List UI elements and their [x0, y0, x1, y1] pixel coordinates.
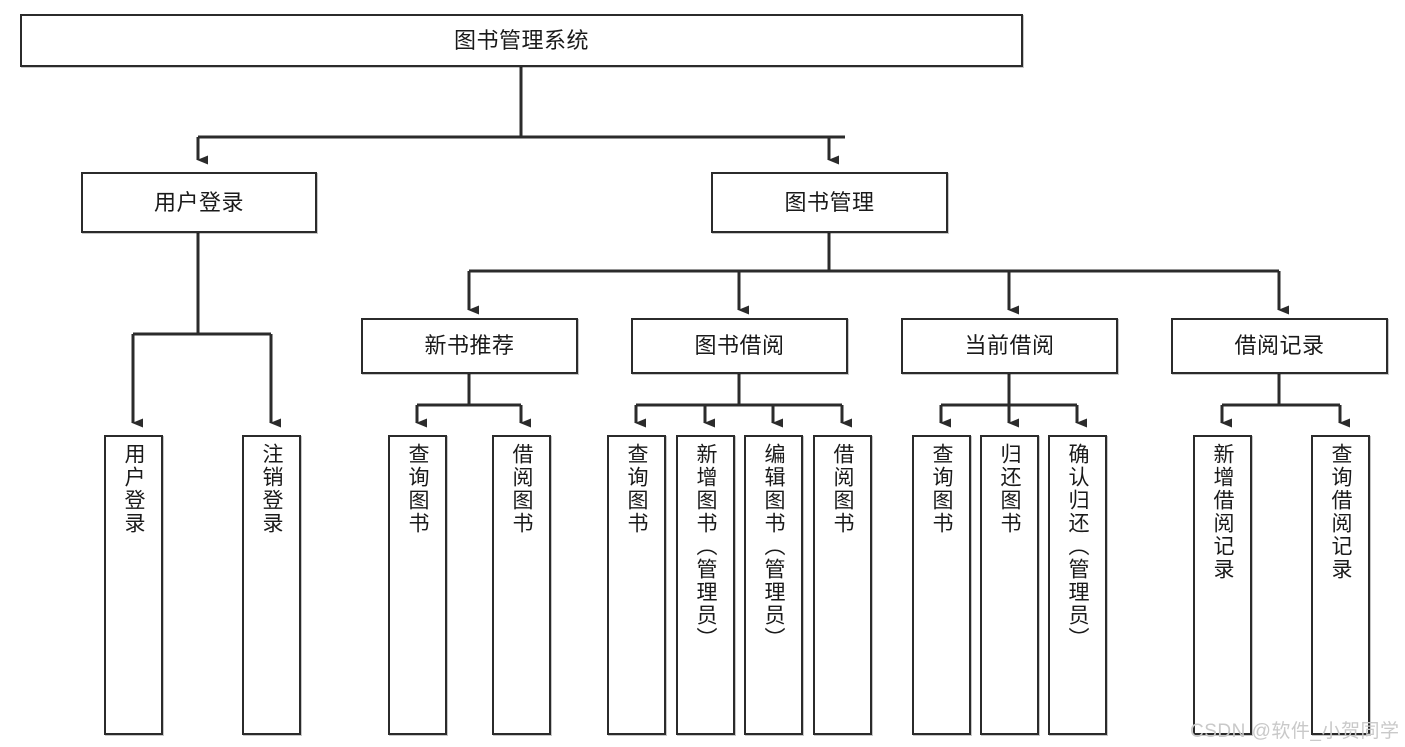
csdn-watermark: CSDN @软件_小贺同学 [1190, 721, 1400, 742]
leaf-query-book-recommend-label: 查询图书 [406, 443, 429, 535]
leaf-logout[interactable]: 注销登录 [242, 435, 301, 735]
leaf-logout-label: 注销登录 [260, 443, 283, 535]
leaf-add-borrow-record[interactable]: 新增借阅记录 [1193, 435, 1252, 735]
leaf-edit-book-admin-label: 编辑图书（管理员） [762, 443, 785, 650]
leaf-borrow-book-label: 借阅图书 [831, 443, 854, 535]
leaf-query-borrow-record[interactable]: 查询借阅记录 [1311, 435, 1370, 735]
leaf-borrow-book-recommend-label: 借阅图书 [510, 443, 533, 535]
leaf-return-book[interactable]: 归还图书 [980, 435, 1039, 735]
node-book-management-label: 图书管理 [784, 189, 875, 215]
leaf-query-book-current-label: 查询图书 [930, 443, 953, 535]
node-user-login-label: 用户登录 [153, 189, 244, 215]
node-user-login[interactable]: 用户登录 [81, 172, 317, 233]
node-borrow-records-label: 借阅记录 [1234, 333, 1325, 359]
leaf-edit-book-admin[interactable]: 编辑图书（管理员） [744, 435, 803, 735]
node-borrow-records[interactable]: 借阅记录 [1171, 318, 1388, 374]
leaf-query-book-current[interactable]: 查询图书 [912, 435, 971, 735]
leaf-add-book-admin[interactable]: 新增图书（管理员） [676, 435, 735, 735]
node-book-management[interactable]: 图书管理 [711, 172, 948, 233]
node-current-borrow[interactable]: 当前借阅 [901, 318, 1118, 374]
leaf-user-login[interactable]: 用户登录 [104, 435, 163, 735]
leaf-return-book-label: 归还图书 [998, 443, 1021, 535]
leaf-add-book-admin-label: 新增图书（管理员） [694, 443, 717, 650]
node-new-book-recommend[interactable]: 新书推荐 [361, 318, 578, 374]
leaf-query-book-label: 查询图书 [625, 443, 648, 535]
leaf-query-book-recommend[interactable]: 查询图书 [388, 435, 447, 735]
leaf-query-book[interactable]: 查询图书 [607, 435, 666, 735]
node-book-borrow-label: 图书借阅 [694, 333, 785, 359]
leaf-add-borrow-record-label: 新增借阅记录 [1211, 443, 1234, 581]
node-book-borrow[interactable]: 图书借阅 [631, 318, 848, 374]
node-root[interactable]: 图书管理系统 [20, 14, 1023, 67]
node-new-book-recommend-label: 新书推荐 [424, 333, 515, 359]
node-current-borrow-label: 当前借阅 [964, 333, 1055, 359]
node-root-label: 图书管理系统 [453, 27, 589, 53]
leaf-query-borrow-record-label: 查询借阅记录 [1329, 443, 1352, 581]
leaf-user-login-label: 用户登录 [122, 443, 145, 535]
leaf-borrow-book-recommend[interactable]: 借阅图书 [492, 435, 551, 735]
leaf-confirm-return-admin-label: 确认归还（管理员） [1066, 443, 1089, 650]
leaf-confirm-return-admin[interactable]: 确认归还（管理员） [1048, 435, 1107, 735]
leaf-borrow-book[interactable]: 借阅图书 [813, 435, 872, 735]
